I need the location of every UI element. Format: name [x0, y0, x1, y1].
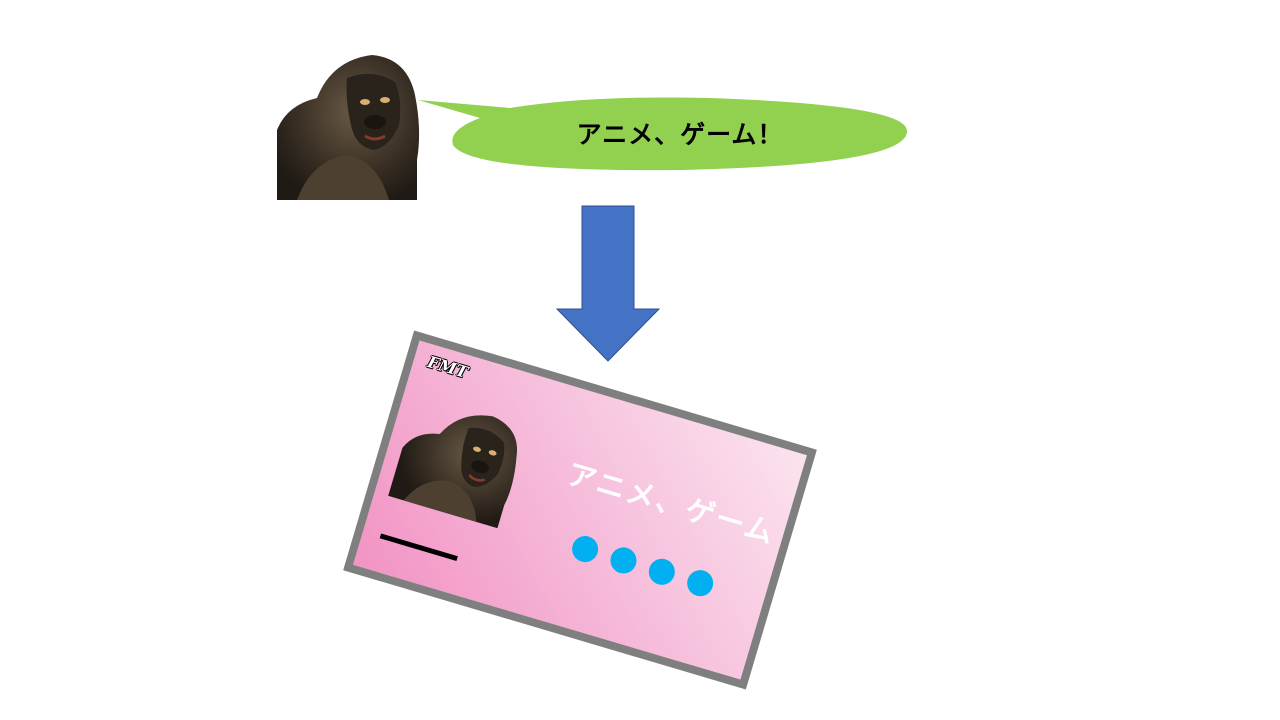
speech-text: アニメ、ゲーム！	[576, 120, 784, 149]
card-dot	[684, 566, 717, 600]
card-title: アニメ、ゲーム	[563, 456, 780, 551]
down-arrow-icon	[556, 205, 660, 362]
card-underline	[379, 533, 458, 562]
card-gorilla-image	[388, 415, 518, 529]
card-dot	[645, 555, 678, 588]
business-card: FMT アニメ、ゲーム	[343, 330, 817, 690]
gorilla-image	[277, 55, 420, 200]
card-dot	[568, 532, 602, 566]
card-dots	[568, 532, 717, 600]
speech-bubble	[418, 97, 908, 171]
card-dot	[607, 544, 640, 577]
card-logo: FMT	[425, 352, 470, 382]
